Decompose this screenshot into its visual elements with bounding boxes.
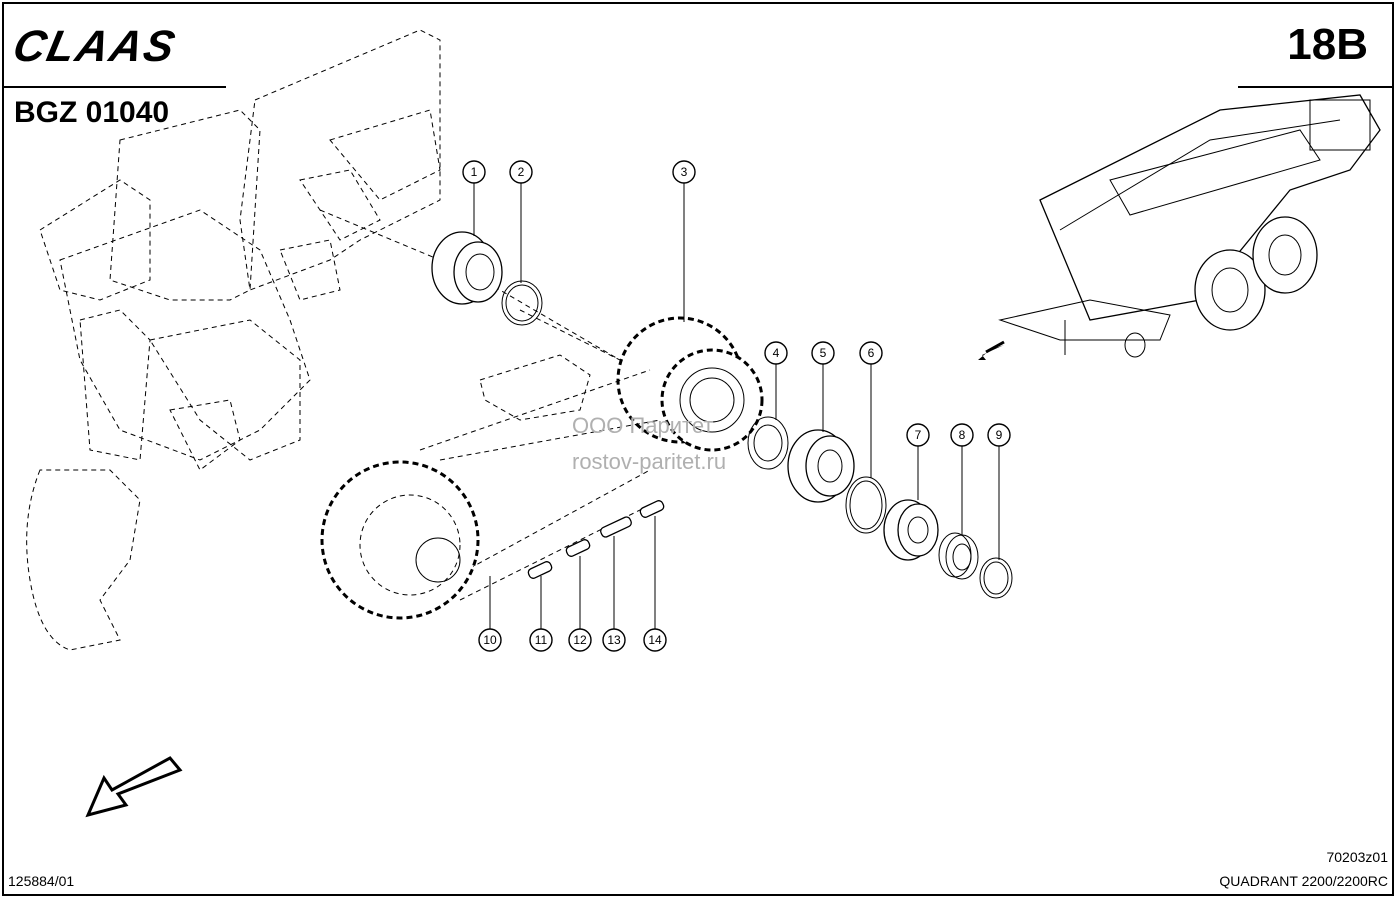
- callout-6: 6: [859, 341, 883, 365]
- callout-3: 3: [672, 160, 696, 184]
- page-number: 18B: [1287, 20, 1368, 69]
- callout-label-5: 5: [820, 346, 827, 360]
- callout-8: 8: [950, 423, 974, 447]
- callout-label-4: 4: [773, 346, 780, 360]
- callout-10: 10: [478, 628, 502, 652]
- callout-7: 7: [906, 423, 930, 447]
- callout-label-12: 12: [573, 633, 587, 647]
- callout-13: 13: [602, 628, 626, 652]
- callout-12: 12: [568, 628, 592, 652]
- footer-model: QUADRANT 2200/2200RC: [1219, 873, 1388, 889]
- part-1-seal: [431, 231, 503, 305]
- baler-frame-context: [26, 29, 441, 651]
- part-5-bearing: [787, 429, 855, 503]
- watermark-company: ООО Паритет: [572, 413, 714, 438]
- watermark-url: rostov-paritet.ru: [572, 449, 727, 474]
- part-13-chain-link: [600, 516, 632, 538]
- callout-label-2: 2: [518, 165, 525, 179]
- shaft-axis-line: [439, 254, 621, 361]
- callout-label-11: 11: [535, 633, 548, 647]
- part-6-circlip: [845, 476, 887, 534]
- document-id: BGZ 01040: [14, 96, 170, 129]
- part-4-spacer-ring: [747, 416, 789, 470]
- callout-label-13: 13: [607, 633, 621, 647]
- part-10-lower-sprocket: [320, 460, 480, 620]
- callout-label-10: 10: [483, 633, 497, 647]
- footer-left-code: 125884/01: [8, 873, 75, 889]
- callout-5: 5: [811, 341, 835, 365]
- callout-label-7: 7: [915, 428, 922, 442]
- callout-14: 14: [643, 628, 667, 652]
- part-12-chain-link: [565, 539, 591, 557]
- callout-label-14: 14: [648, 633, 662, 647]
- part-8-washers: [938, 532, 979, 580]
- callout-4: 4: [764, 341, 788, 365]
- part-7-bearing: [883, 499, 939, 561]
- part-14-chain-link: [639, 500, 665, 518]
- direction-arrow-icon: [85, 756, 183, 818]
- header-rule-right: [1238, 86, 1392, 88]
- callout-label-6: 6: [868, 346, 875, 360]
- callout-label-3: 3: [681, 165, 688, 179]
- part-9-snap-ring: [979, 557, 1013, 599]
- part-3-double-sprocket: [616, 316, 764, 452]
- callout-11: 11: [529, 628, 553, 652]
- callout-2: 2: [509, 160, 533, 184]
- callout-label-1: 1: [471, 165, 478, 179]
- part-2-circlip: [501, 280, 543, 326]
- callout-leaders: [473, 183, 1000, 629]
- callout-9: 9: [987, 423, 1011, 447]
- chain-outline: [419, 369, 661, 601]
- footer-drawing-code: 70203z01: [1326, 849, 1388, 865]
- callout-label-8: 8: [959, 428, 966, 442]
- bearing-plate-context: [479, 354, 591, 421]
- part-11-chain-link: [527, 561, 553, 579]
- overview-direction-arrow-icon: [978, 345, 1004, 360]
- baler-overview-illustration: [978, 94, 1381, 360]
- callout-label-9: 9: [996, 428, 1003, 442]
- callout-1: 1: [462, 160, 486, 184]
- header-rule-left: [4, 86, 226, 88]
